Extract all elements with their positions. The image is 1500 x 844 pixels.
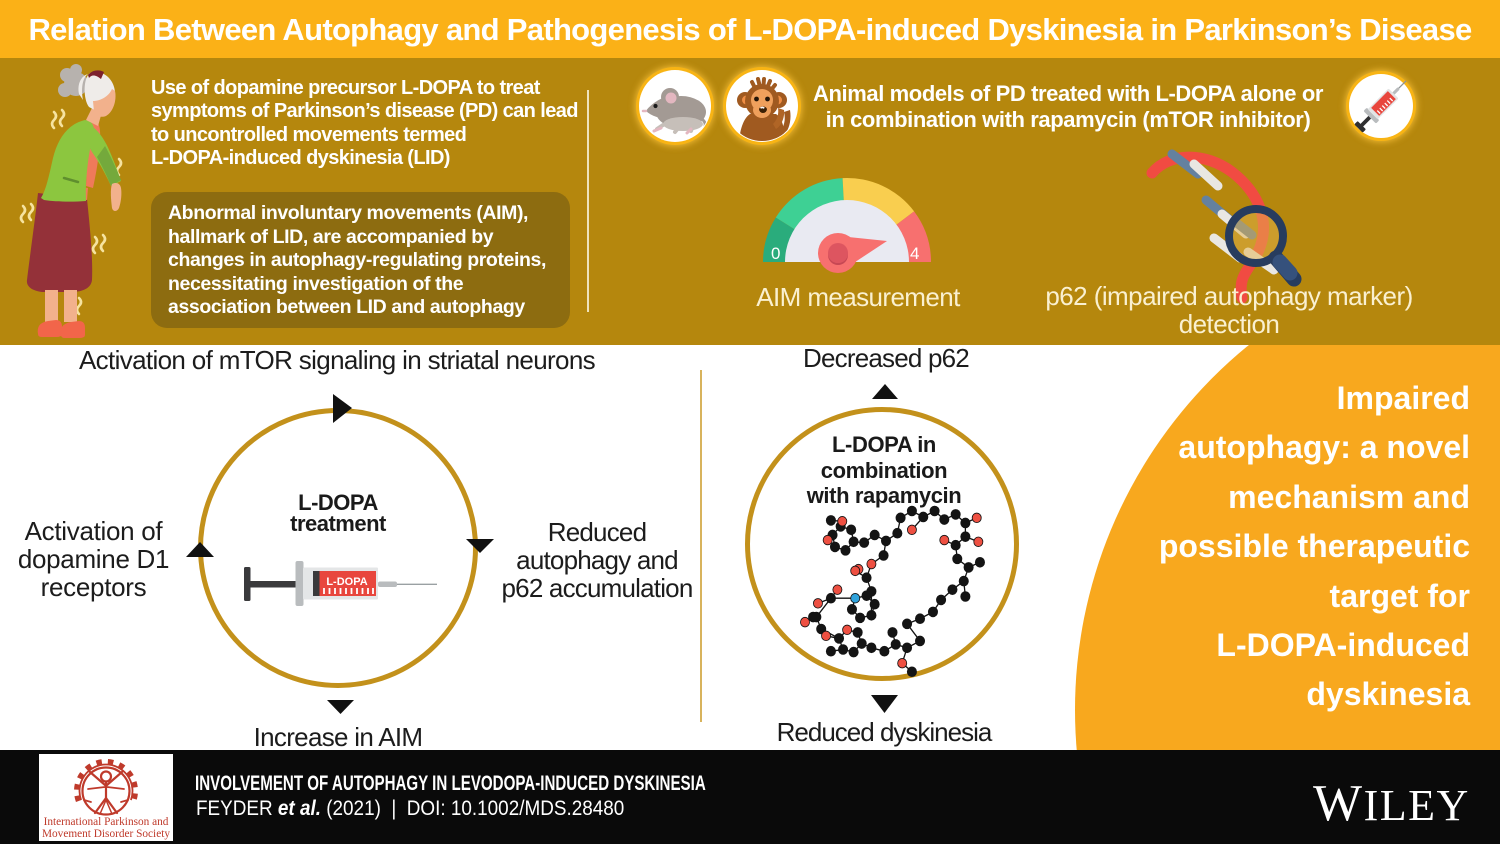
svg-text:0: 0 xyxy=(771,244,780,263)
svg-text:International Parkinson and: International Parkinson and xyxy=(44,816,169,828)
svg-text:L-DOPA: L-DOPA xyxy=(326,576,367,588)
svg-text:Movement Disorder Society: Movement Disorder Society xyxy=(42,828,170,840)
svg-text:4: 4 xyxy=(910,244,919,263)
